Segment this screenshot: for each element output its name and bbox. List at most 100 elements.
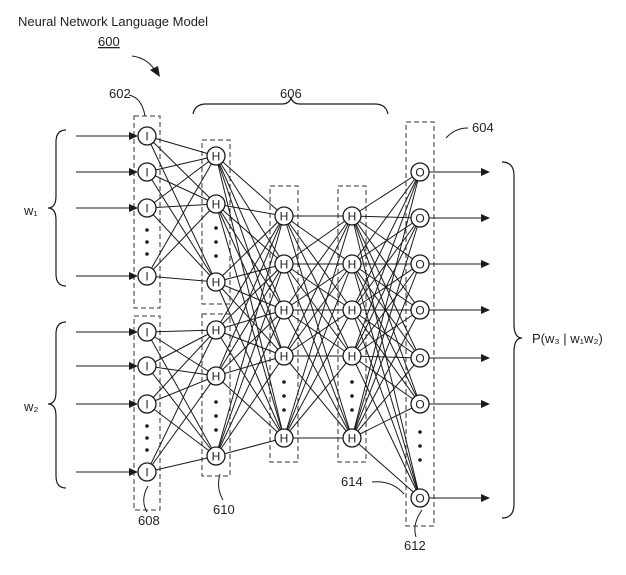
connection-edge [215,155,285,357]
output-node-label: O [415,258,424,272]
connection-edge [146,135,217,157]
input-node-circle [137,394,157,414]
connection-edge [283,215,353,311]
output-arrow-head [481,400,490,408]
hidden-node-label: H [348,258,357,272]
connection-edge [351,171,421,311]
output-arrow-head [481,354,490,362]
ellipsis-dot [418,430,422,434]
hidden-node-circle [206,272,226,292]
connection-edge [351,263,421,439]
connection-edge [215,203,285,311]
connection-edge [283,263,353,357]
connection-edge [351,309,421,357]
hidden-node-label: H [280,432,289,446]
hidden-node-circle [206,194,226,214]
connection-edge [351,171,421,217]
ref-leader-output-node [414,509,423,538]
ref-leader-hidden-layer-1 [218,473,224,501]
connection-edge [146,365,217,457]
input-node-circle [137,356,157,376]
hidden-node: H [274,254,294,274]
output-node: O [410,300,430,320]
hidden-node-circle [342,206,362,226]
ellipsis-dot [145,448,149,452]
connection-edge [283,215,353,265]
output-node: O [410,488,430,508]
connection-edge [283,309,353,439]
connection-edge [351,217,421,357]
connection-edge [215,215,285,457]
network-connections [146,135,421,499]
input-node: I [137,394,157,414]
hidden-node-circle [206,320,226,340]
connection-edge [351,263,421,499]
input-node-label: I [145,130,148,144]
connection-edge [215,203,285,217]
connection-edge [351,171,421,439]
connection-edge [283,263,353,439]
hidden-node: H [342,300,362,320]
hidden-node: H [342,428,362,448]
output-probability-label: P(w₃ | w₁w₂) [532,331,603,346]
input-node-label: I [145,166,148,180]
hidden-node-label: H [212,276,221,290]
input-arrow-head [129,132,138,140]
input-node-label: I [145,326,148,340]
connection-edge [146,329,217,473]
input-node-label: I [145,398,148,412]
ref-label-output-node: 612 [404,538,426,553]
hidden-node-label: H [348,304,357,318]
diagram-title: Neural Network Language Model [18,14,208,29]
connection-edge [146,375,217,405]
connection-edge [351,357,421,439]
connection-edge [351,217,421,439]
hidden-node-circle [274,300,294,320]
ellipsis-dot [350,394,354,398]
input-node-label: I [145,270,148,284]
ref-label-input-layer: 602 [109,86,131,101]
ellipsis-dot [418,458,422,462]
hidden-node-circle [206,366,226,386]
input-group-box-w2 [133,315,161,511]
input-node: I [137,356,157,376]
input-node-circle [137,462,157,482]
ellipsis-dot [214,400,218,404]
output-node-label: O [415,352,424,366]
input-brace-w1 [47,129,67,287]
hidden-node: H [274,346,294,366]
ref-leader-input-group-w2 [143,485,149,513]
ref-leader-output-connection [371,481,405,495]
connection-edge [215,215,285,283]
hidden-node: H [342,206,362,226]
input-output-arrows [76,132,490,502]
ref-label-hidden-layers: 606 [280,86,302,101]
connection-edge [146,135,217,205]
connection-edge [146,155,217,277]
output-node-circle [410,488,430,508]
connection-edge [146,171,217,283]
connection-edge [146,135,217,283]
output-node-circle [410,254,430,274]
output-node-label: O [415,166,424,180]
hidden-node-circle [342,254,362,274]
input-node-label: I [145,202,148,216]
hidden-node-label: H [280,350,289,364]
connection-edge [351,437,421,499]
ellipsis-dot [418,444,422,448]
connection-edge [215,155,285,311]
hidden-node: H [206,446,226,466]
hidden-node-circle [206,146,226,166]
connection-edge [146,375,217,473]
connection-edge [146,203,217,277]
hidden-node-label: H [212,150,221,164]
hidden-node-label: H [280,304,289,318]
output-brace [501,161,523,519]
connection-edge [215,203,285,357]
input-arrow-head [129,204,138,212]
hidden-node-circle [342,428,362,448]
hidden-node-label: H [348,350,357,364]
input-label-w1: w₁ [23,203,38,218]
output-node-circle [410,348,430,368]
